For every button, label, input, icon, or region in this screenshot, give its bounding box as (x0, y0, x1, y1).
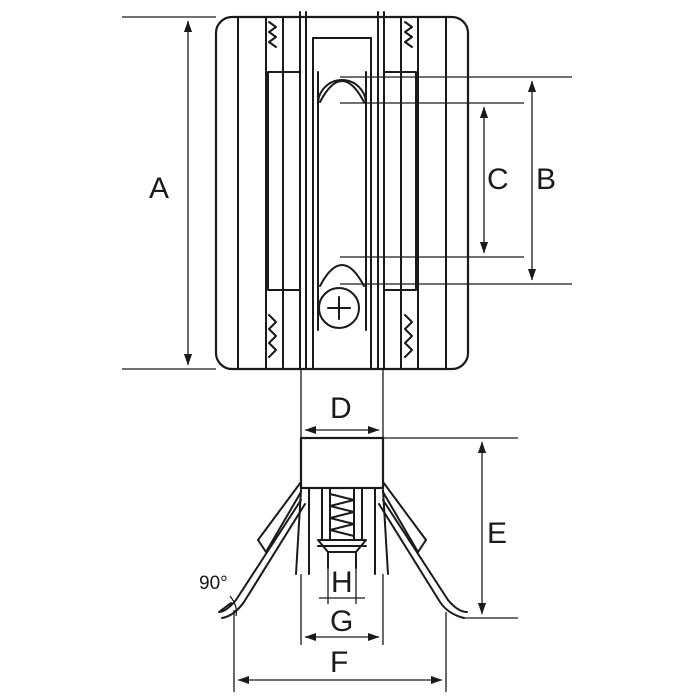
side-view: D E H G F 90° (199, 370, 518, 692)
screw-head (318, 287, 360, 329)
break-mark (404, 21, 413, 48)
label-H: H (331, 566, 353, 599)
label-G: G (330, 605, 353, 638)
break-mark (404, 314, 413, 358)
label-angle: 90° (199, 573, 228, 594)
angle-arc (229, 595, 238, 617)
right-spring-arm (382, 481, 427, 541)
break-mark (268, 314, 277, 358)
front-view: A B C (122, 11, 572, 371)
front-view-body (214, 15, 470, 371)
label-A: A (149, 172, 169, 205)
label-C: C (487, 163, 509, 196)
label-B: B (536, 163, 556, 196)
label-D: D (330, 392, 352, 425)
label-F: F (330, 646, 348, 679)
left-spring-arm (257, 481, 302, 541)
label-E: E (487, 517, 507, 550)
side-view-block (299, 436, 385, 490)
break-mark (268, 21, 277, 48)
